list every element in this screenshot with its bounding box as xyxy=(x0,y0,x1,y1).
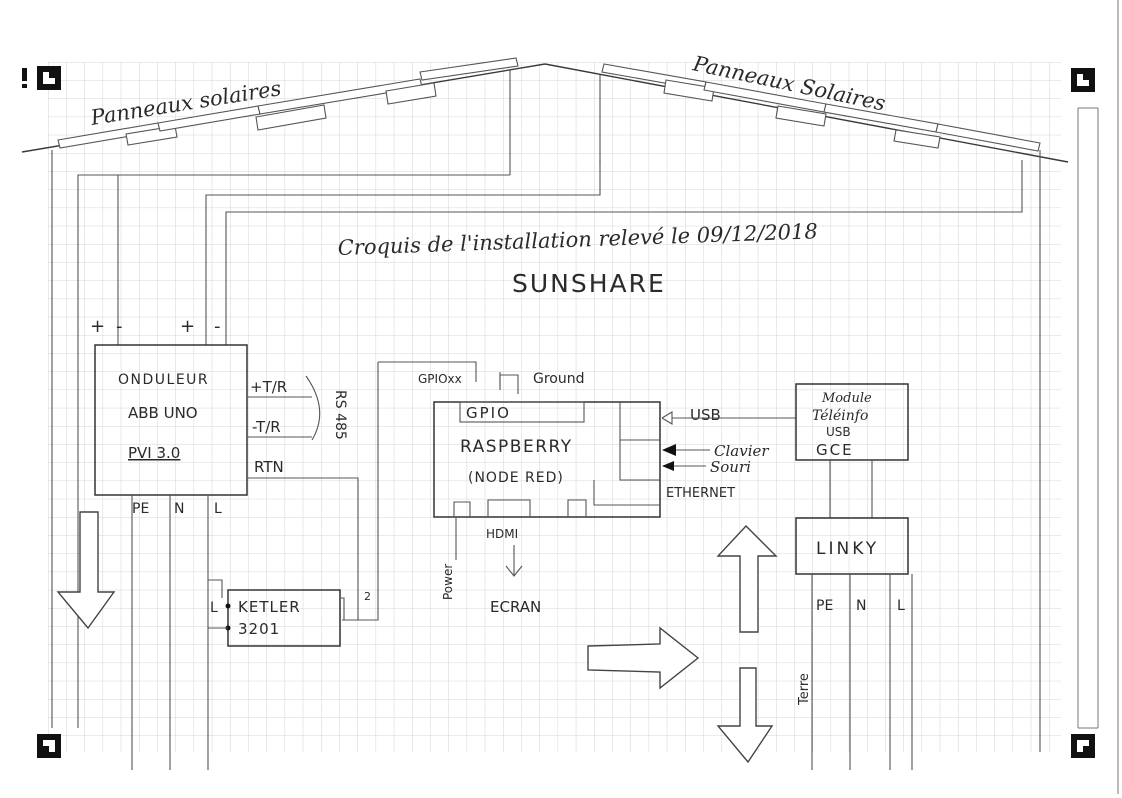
grid-paper xyxy=(48,62,1061,752)
teleinfo-line-4: GCE xyxy=(816,441,854,459)
raspberry-box: GPIOxx Ground GPIO RASPBERRY (NODE RED) … xyxy=(418,371,796,616)
linky-box: LINKY PE N L Terre xyxy=(795,517,913,770)
raspberry-subtitle: (NODE RED) xyxy=(468,470,564,486)
corner-marker-bottom-left xyxy=(37,734,61,758)
teleinfo-line-2: Téléinfo xyxy=(812,408,868,424)
inverter-dc-plus-1: + xyxy=(90,316,105,337)
raspberry-gpio-pin-label: GPIOxx xyxy=(418,372,462,386)
corner-marker-bottom-right xyxy=(1071,734,1095,758)
teleinfo-module-box: Module Téléinfo USB GCE xyxy=(795,383,909,518)
inverter-port-rtn: RTN xyxy=(254,458,284,476)
solar-panels-right xyxy=(601,63,1041,152)
ketler-line-2: 3201 xyxy=(238,620,280,638)
solar-panels-left xyxy=(57,57,519,149)
raspberry-clavier-label: Clavier xyxy=(714,442,769,460)
raspberry-ground-label: Ground xyxy=(533,371,585,387)
raspberry-power-label: Power xyxy=(441,564,455,600)
inverter-box: + - + - ONDULEUR ABB UNO PVI 3.0 +T/R -T… xyxy=(90,316,348,770)
raspberry-ethernet-label: ETHERNET xyxy=(666,486,735,501)
arrow-down-center xyxy=(716,667,774,764)
ketler-line-1: KETLER xyxy=(238,598,301,616)
ketler-port-left: L xyxy=(210,600,218,616)
corner-marker-top-right xyxy=(1071,68,1095,92)
inverter-rs485-label: RS 485 xyxy=(332,390,348,440)
linky-earth-label: Terre xyxy=(797,673,812,706)
raspberry-gpio-header: GPIO xyxy=(466,404,511,422)
corner-marker-top-left xyxy=(22,66,61,90)
inverter-dc-plus-2: + xyxy=(180,316,195,337)
linky-l: L xyxy=(897,598,905,614)
raspberry-souri-label: Souri xyxy=(710,458,751,476)
inverter-line-3: PVI 3.0 xyxy=(128,444,180,462)
inverter-port-tplus: +T/R xyxy=(250,378,287,396)
inverter-dc-minus-1: - xyxy=(116,316,123,337)
dc-cables xyxy=(77,160,1023,728)
raspberry-name: RASPBERRY xyxy=(460,437,573,457)
ketler-port-right: 2 xyxy=(364,590,371,603)
raspberry-hdmi-label: HDMI xyxy=(486,527,518,541)
inverter-line-1: ONDULEUR xyxy=(118,372,209,388)
teleinfo-line-1: Module xyxy=(821,391,872,406)
arrow-down-left xyxy=(56,511,116,630)
linky-pe: PE xyxy=(816,598,833,614)
linky-name: LINKY xyxy=(816,539,879,559)
ketler-box: KETLER 3201 L 2 xyxy=(208,580,371,647)
arrow-right-center xyxy=(587,626,700,690)
teleinfo-line-3: USB xyxy=(826,425,851,439)
inverter-port-tminus: -T/R xyxy=(252,418,281,436)
arrow-up-center xyxy=(716,524,778,633)
inverter-ac-pe: PE xyxy=(132,501,149,517)
inverter-line-2: ABB UNO xyxy=(128,404,198,422)
inverter-ac-n: N xyxy=(174,501,184,517)
raspberry-usb-label: USB xyxy=(690,406,721,424)
inverter-ac-l: L xyxy=(214,501,222,517)
diagram-subtitle: SUNSHARE xyxy=(512,269,666,298)
raspberry-screen-label: ECRAN xyxy=(490,598,541,616)
linky-n: N xyxy=(856,598,866,614)
inverter-dc-minus-2: - xyxy=(214,316,221,337)
